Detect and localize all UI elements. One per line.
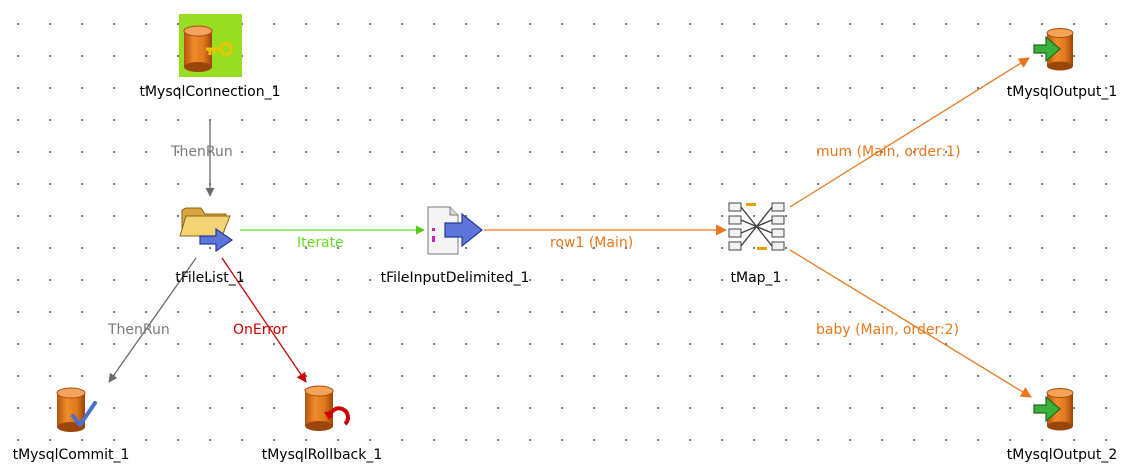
component-label: tMysqlConnection_1 [139,84,280,100]
folder-arrow-icon [179,207,234,253]
component-label: tMysqlCommit_1 [13,447,130,463]
component-tmysqloutput-2[interactable]: tMysqlOutput_2 [1007,388,1117,464]
link-map-to-output-1[interactable] [789,57,1030,208]
database-rollback-icon [304,385,350,431]
component-tfilelist-1[interactable]: tFileList_1 [175,207,245,286]
link-filelist-to-rollback[interactable] [221,257,307,383]
component-tmysqloutput-1[interactable]: tMysqlOutput_1 [1007,28,1117,101]
link-label-baby: baby (Main, order:2) [816,322,959,338]
component-tmysqlconnection-1[interactable]: tMysqlConnection_1 [139,14,281,100]
link-label-on-error: OnError [233,322,287,338]
component-tfileinputdelimited-1[interactable]: tFileInputDelimited_1 [381,206,530,286]
tmap-icon [728,202,785,251]
component-label: tFileList_1 [175,270,244,286]
component-label: tMysqlOutput_2 [1007,447,1117,463]
component-label: tFileInputDelimited_1 [381,270,530,286]
link-label-iterate: Iterate [297,235,344,251]
component-tmysqlrollback-1[interactable]: tMysqlRollback_1 [262,385,383,463]
link-label-then-run-2: ThenRun [107,322,170,338]
delimited-file-icon [427,206,483,255]
component-label: tMysqlOutput_1 [1007,84,1117,100]
component-tmap-1[interactable]: tMap_1 [728,202,785,286]
component-tmysqlcommit-1[interactable]: tMysqlCommit_1 [13,387,130,463]
link-label-then-run-1: ThenRun [170,144,233,160]
component-label: tMap_1 [731,270,782,286]
link-label-mum: mum (Main, order:1) [816,144,961,160]
component-label: tMysqlRollback_1 [262,447,383,463]
database-commit-icon [56,387,97,432]
link-map-to-output-2[interactable] [789,249,1032,398]
database-key-icon [183,25,233,72]
database-output-icon [1033,388,1074,431]
link-label-row1: row1 (Main) [550,235,633,251]
database-output-icon [1033,28,1074,71]
link-filelist-to-commit[interactable] [108,257,197,383]
